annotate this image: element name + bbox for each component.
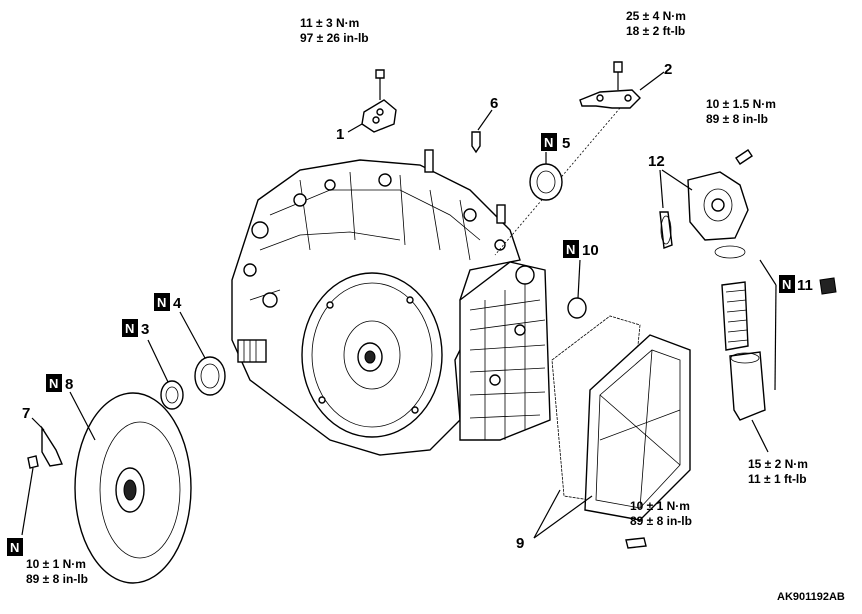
- callout-3: 3: [141, 321, 149, 338]
- valve-body: [459, 261, 551, 441]
- callout-10: 10: [582, 242, 599, 259]
- torque-4-ftlb: 11 ± 1 ft-lb: [748, 472, 807, 486]
- callout-8: 8: [65, 376, 73, 393]
- n-mark-7: N: [10, 540, 19, 555]
- torque-4-nm: 15 ± 2 N·m: [748, 457, 808, 471]
- callout-9: 9: [516, 535, 524, 552]
- n-mark-10: N: [566, 242, 575, 257]
- torque-6-inlb: 89 ± 8 in-lb: [26, 572, 88, 586]
- part-10-o-ring: N 10: [563, 240, 599, 319]
- torque-2-ftlb: 18 ± 2 ft-lb: [626, 24, 685, 38]
- part-4-seal: N 4: [154, 293, 226, 396]
- callout-12: 12: [648, 153, 665, 170]
- part-9-oil-pan: 9: [516, 315, 691, 552]
- torque-6-nm: 10 ± 1 N·m: [26, 557, 86, 571]
- torque-1-inlb: 97 ± 26 in-lb: [300, 31, 369, 45]
- part-2-bracket: 2: [494, 61, 672, 256]
- n-mark-8: N: [49, 376, 58, 391]
- callout-5: 5: [562, 135, 570, 152]
- n-mark-4: N: [157, 295, 166, 310]
- n-mark-3: N: [125, 321, 134, 336]
- part-12-filter-housing: 12: [648, 149, 753, 249]
- callout-2: 2: [664, 61, 672, 78]
- torque-5-nm: 10 ± 1 N·m: [630, 499, 690, 513]
- callout-1: 1: [336, 126, 344, 143]
- callout-4: 4: [173, 295, 182, 312]
- torque-2-nm: 25 ± 4 N·m: [626, 9, 686, 23]
- part-11-filter: N 11: [714, 245, 837, 453]
- callout-6: 6: [490, 95, 498, 112]
- part-1-bracket: 1: [336, 69, 397, 143]
- torque-3-nm: 10 ± 1.5 N·m: [706, 97, 776, 111]
- n-mark-11: N: [782, 277, 791, 292]
- part-8-torque-converter: N 8: [46, 374, 192, 584]
- callout-11: 11: [797, 277, 813, 294]
- torque-5-inlb: 89 ± 8 in-lb: [630, 514, 692, 528]
- part-7-plug: 7 N: [7, 405, 63, 556]
- part-3-seal: N 3: [122, 319, 184, 410]
- torque-1-nm: 11 ± 3 N·m: [300, 16, 359, 30]
- callout-7: 7: [22, 405, 30, 422]
- part-6-pin: 6: [471, 95, 498, 154]
- n-mark-5: N: [544, 135, 553, 150]
- converter-housing: [301, 272, 443, 438]
- figure-code: AK901192AB: [777, 591, 845, 603]
- torque-3-inlb: 89 ± 8 in-lb: [706, 112, 768, 126]
- part-5-seal: N 5: [529, 133, 570, 201]
